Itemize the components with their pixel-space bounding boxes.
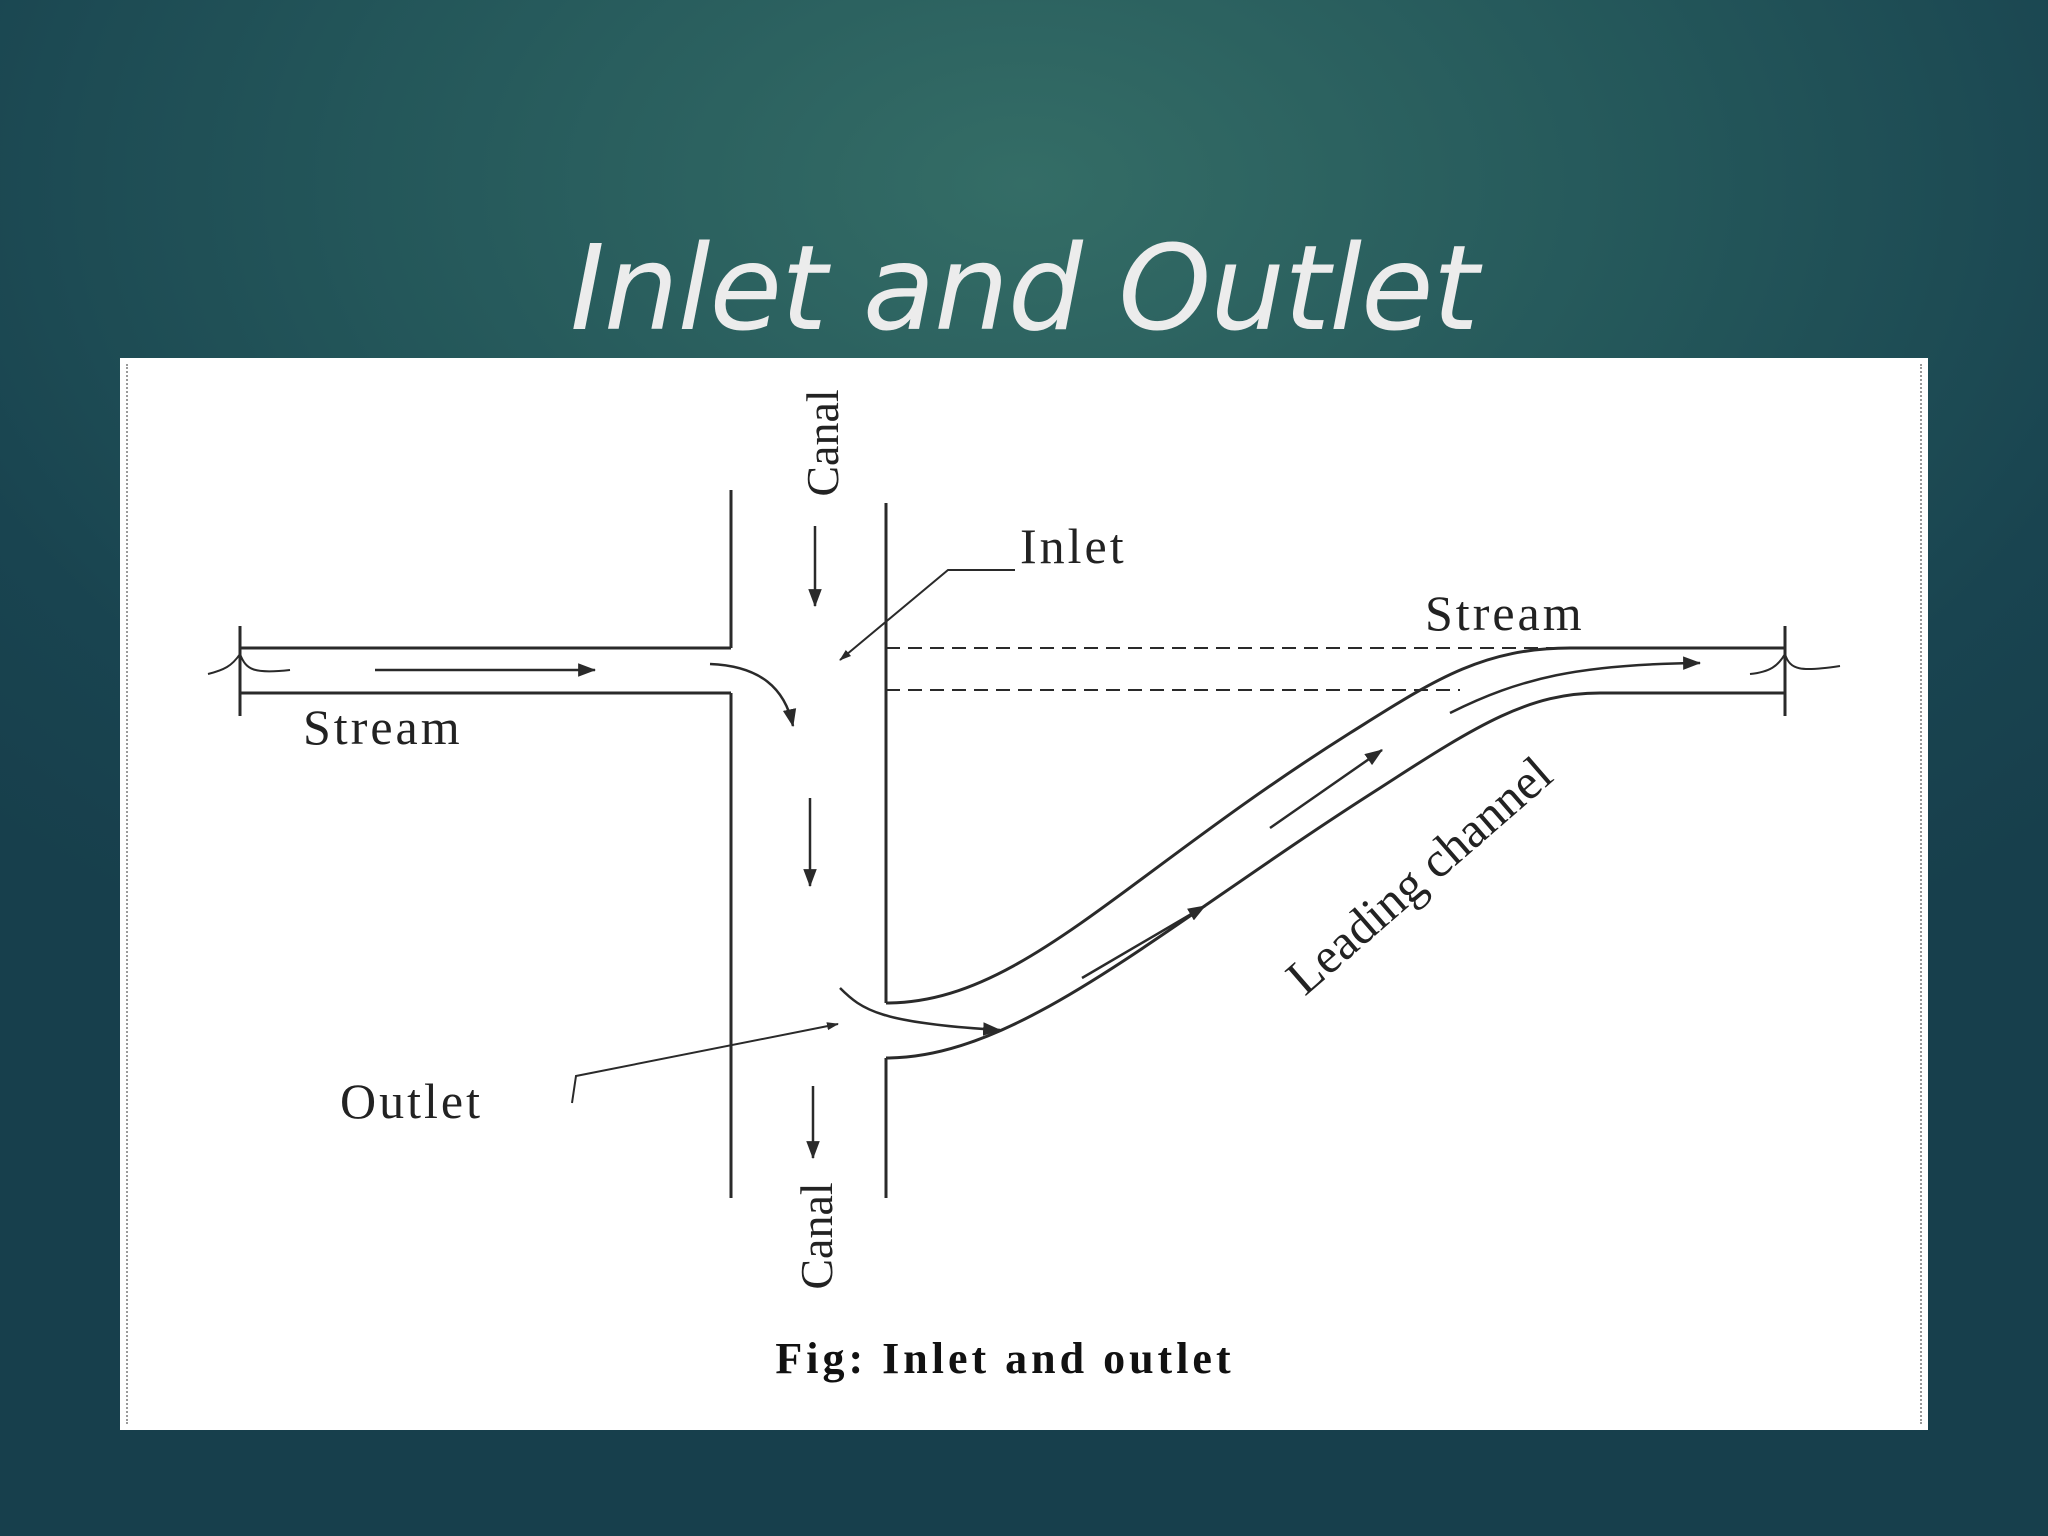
figure-border xyxy=(126,364,1922,1424)
canal-bottom-label: Canal xyxy=(791,1182,842,1289)
leading-channel-upper-bank xyxy=(885,646,1785,1005)
flow-arrow-leading-3 xyxy=(1449,656,1702,715)
flow-arrow-leading-2 xyxy=(1269,748,1383,830)
inlet-label: Inlet xyxy=(1020,518,1127,574)
stream-left-label: Stream xyxy=(303,699,463,755)
flow-arrow-outlet-turn xyxy=(839,987,1002,1036)
outlet-leader-line xyxy=(571,1022,839,1104)
flow-arrow-inlet-turn xyxy=(709,662,797,728)
stream-right-break-symbol xyxy=(1749,651,1841,675)
leading-channel-label: Leading channel xyxy=(1275,745,1562,1005)
figure-panel: Canal Canal Inlet Stream Stream Outlet L… xyxy=(120,358,1928,1430)
figure-caption: Fig: Inlet and outlet xyxy=(775,1334,1234,1383)
slide-title: Inlet and Outlet xyxy=(570,219,1479,358)
stream-right-label: Stream xyxy=(1425,585,1585,641)
inlet-outlet-diagram: Canal Canal Inlet Stream Stream Outlet L… xyxy=(207,389,1841,1383)
canal-top-label: Canal xyxy=(797,389,848,496)
outlet-label: Outlet xyxy=(340,1073,483,1129)
leading-channel-lower-bank xyxy=(885,691,1785,1060)
flow-arrow-leading-1 xyxy=(1081,904,1206,980)
inlet-leader-line xyxy=(839,569,1015,661)
stream-left-break-symbol xyxy=(207,651,291,675)
